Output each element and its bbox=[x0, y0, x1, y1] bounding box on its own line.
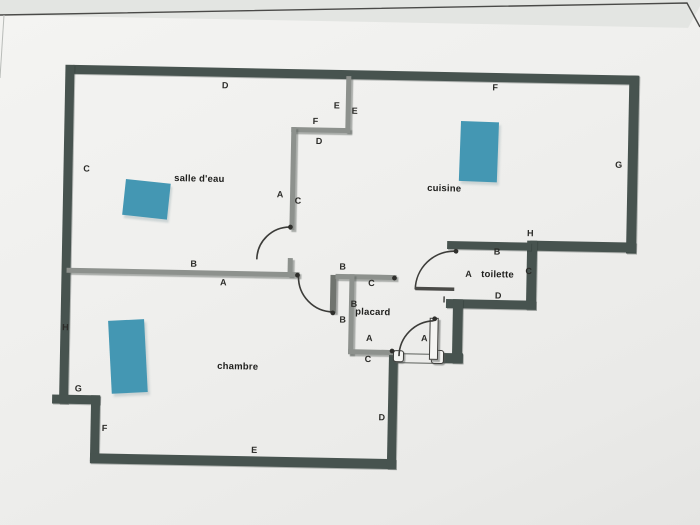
wall-letter-h-25: H bbox=[62, 322, 69, 333]
wall-letter-d-0: D bbox=[221, 80, 229, 91]
room-label-cuisine: cuisine bbox=[427, 182, 462, 195]
wall-letter-b-11: B bbox=[190, 258, 198, 269]
toilette-door-leaf bbox=[415, 286, 455, 291]
wall-letter-g-26: G bbox=[74, 383, 82, 394]
divider-door-arc bbox=[297, 276, 333, 313]
wall-letter-c-18: C bbox=[364, 353, 372, 365]
wall-letter-a-17: A bbox=[365, 333, 373, 344]
wall-letter-a-12: A bbox=[220, 277, 227, 288]
wall-letter-e-28: E bbox=[251, 444, 258, 455]
wall-letter-f-8: F bbox=[492, 82, 498, 93]
room-label-placard: placard bbox=[355, 306, 391, 319]
wall-letter-b-13: B bbox=[339, 261, 347, 272]
salledeau-door-arc bbox=[256, 226, 291, 260]
wall-letter-e-3: E bbox=[351, 105, 358, 116]
wall-letter-a-24: A bbox=[420, 333, 428, 344]
chambre-fixture bbox=[108, 319, 148, 394]
wall-letter-d-22: D bbox=[494, 290, 502, 301]
wall-letter-c-21: C bbox=[525, 266, 532, 277]
wall-letter-c-7: C bbox=[294, 195, 302, 206]
room-label-chambre: chambre bbox=[217, 360, 259, 373]
wall-letter-f-27: F bbox=[101, 422, 108, 434]
entry-door-arc bbox=[398, 320, 434, 357]
wall-letter-b-16: B bbox=[339, 314, 347, 325]
room-label-toilette: toilette bbox=[481, 268, 515, 281]
wall-letter-h-10: H bbox=[527, 228, 534, 239]
wall-letter-g-9: G bbox=[615, 159, 623, 170]
wall-letter-e-2: E bbox=[333, 100, 340, 111]
room-label-salle-deau: salle d'eau bbox=[174, 173, 225, 186]
wall-letter-c-14: C bbox=[368, 278, 375, 289]
wall-letter-a-6: A bbox=[276, 189, 284, 200]
cuisine-fixture bbox=[458, 120, 500, 183]
wall-letter-d-29: D bbox=[378, 412, 386, 423]
wall-letter-f-4: F bbox=[312, 115, 319, 127]
wall-letter-d-5: D bbox=[315, 136, 323, 147]
salle-deau-fixture bbox=[122, 178, 171, 220]
wall-letter-a-20: A bbox=[465, 268, 472, 280]
toilette-door-arc bbox=[414, 250, 456, 290]
wall-letter-i-23: I bbox=[442, 294, 446, 305]
wall-letter-b-19: B bbox=[493, 246, 501, 257]
wall-letter-c-1: C bbox=[83, 163, 90, 174]
